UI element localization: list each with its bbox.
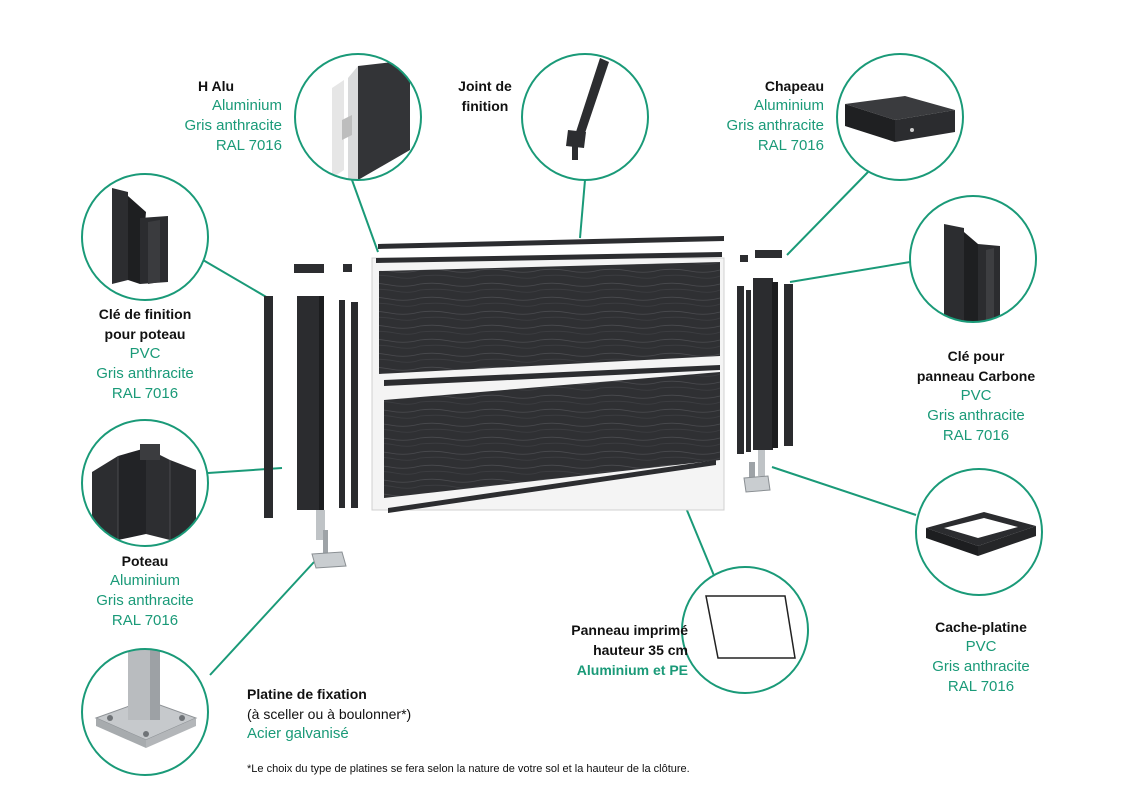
- right-carbon-key: [784, 284, 793, 446]
- platine-detail: [81, 648, 209, 776]
- fence-assembly: [264, 236, 793, 569]
- chapeau-detail: [836, 53, 964, 181]
- label-platine: Platine de fixation (à sceller ou à boul…: [247, 686, 412, 742]
- left-finishing-key: [264, 296, 273, 518]
- leader-lines: [202, 171, 917, 676]
- panneau-detail: [681, 566, 809, 694]
- label-panneau: Panneau imprimé hauteur 35 cm Aluminium …: [571, 622, 688, 678]
- cache-platine-detail: [915, 468, 1043, 596]
- h-alu-title: H Alu: [198, 78, 235, 94]
- footnote: *Le choix du type de platines se fera se…: [247, 763, 690, 775]
- upper-printed-panel: [379, 262, 720, 374]
- right-post-cap: [755, 250, 782, 258]
- cle-poteau-detail: [81, 173, 209, 301]
- poteau-detail: [81, 419, 209, 547]
- cle-carbone-detail: [909, 195, 1037, 323]
- label-cache-platine: Cache-platine PVC Gris anthracite RAL 70…: [932, 619, 1030, 695]
- label-cle-carbone: Clé pour panneau Carbone PVC Gris anthra…: [916, 348, 1036, 444]
- label-cle-poteau: Clé de finition pour poteau PVC Gris ant…: [96, 306, 194, 402]
- right-post: [753, 278, 773, 450]
- label-joint: Joint de finition: [458, 78, 512, 114]
- label-chapeau: Chapeau Aluminium Gris anthracite RAL 70…: [726, 78, 824, 154]
- joint-detail: [521, 53, 649, 181]
- h-alu-detail: [294, 53, 422, 181]
- lower-printed-panel: [384, 372, 720, 498]
- left-post-cap: [294, 264, 324, 273]
- label-poteau: Poteau Aluminium Gris anthracite RAL 701…: [96, 553, 194, 629]
- top-trim: [378, 236, 724, 249]
- label-h-alu: H Alu Aluminium Gris anthracite RAL 7016: [162, 76, 282, 156]
